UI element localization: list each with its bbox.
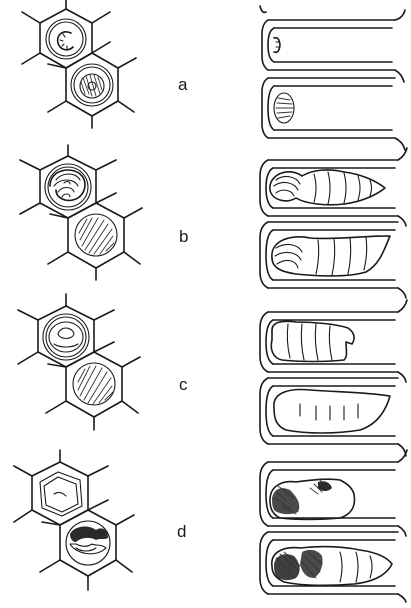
stage-b-comb-cells-front-view [20, 145, 142, 280]
stage-c-comb-cells-front-view [18, 294, 140, 430]
capped-cell-c-hatch [78, 366, 113, 404]
dark-pupa-upper-icon [270, 479, 354, 519]
prepupa-upper-icon [271, 321, 354, 361]
stage-b-comb-cells-side-view [260, 148, 407, 298]
coiled-larva-icon [80, 74, 104, 98]
prepupa-lower-icon [274, 390, 390, 433]
stage-a-comb-cells-front-view [22, 0, 136, 128]
young-larva-icon [58, 32, 73, 50]
elongating-larva-upper-icon [270, 170, 385, 205]
stage-c-comb-cells-side-view [260, 300, 407, 456]
dark-pupa-front-icon [70, 527, 108, 554]
large-coiled-larva-icon [50, 170, 85, 200]
stage-d-comb-cells-front-view [14, 450, 134, 590]
stage-label-b: b [179, 228, 188, 245]
elongating-larva-lower-icon [272, 236, 390, 276]
stage-label-d: d [177, 523, 186, 540]
stage-label-a: a [178, 76, 187, 93]
stage-a-comb-cells-side-view [260, 6, 405, 150]
uncapped-cell-d-icon [40, 472, 82, 516]
capped-cell-hatch [79, 218, 114, 254]
stage-label-c: c [179, 376, 188, 393]
prepupa-front-icon [49, 322, 83, 352]
stage-d-comb-cells-side-view [260, 450, 407, 602]
dark-pupa-lower-icon [272, 547, 392, 586]
